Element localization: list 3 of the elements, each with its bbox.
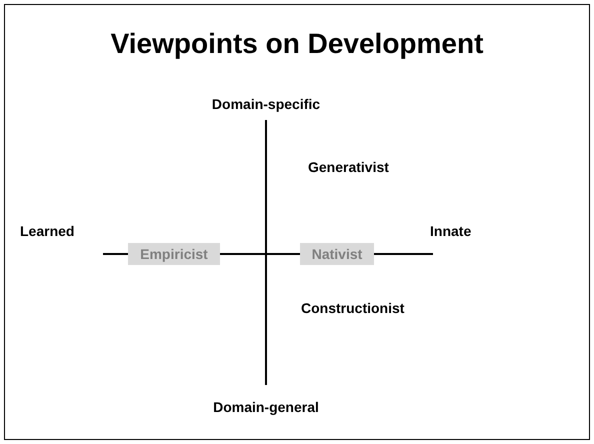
category-box: Nativist <box>300 243 374 265</box>
title: Viewpoints on Development <box>110 27 484 61</box>
category-box: Empiricist <box>128 243 220 265</box>
